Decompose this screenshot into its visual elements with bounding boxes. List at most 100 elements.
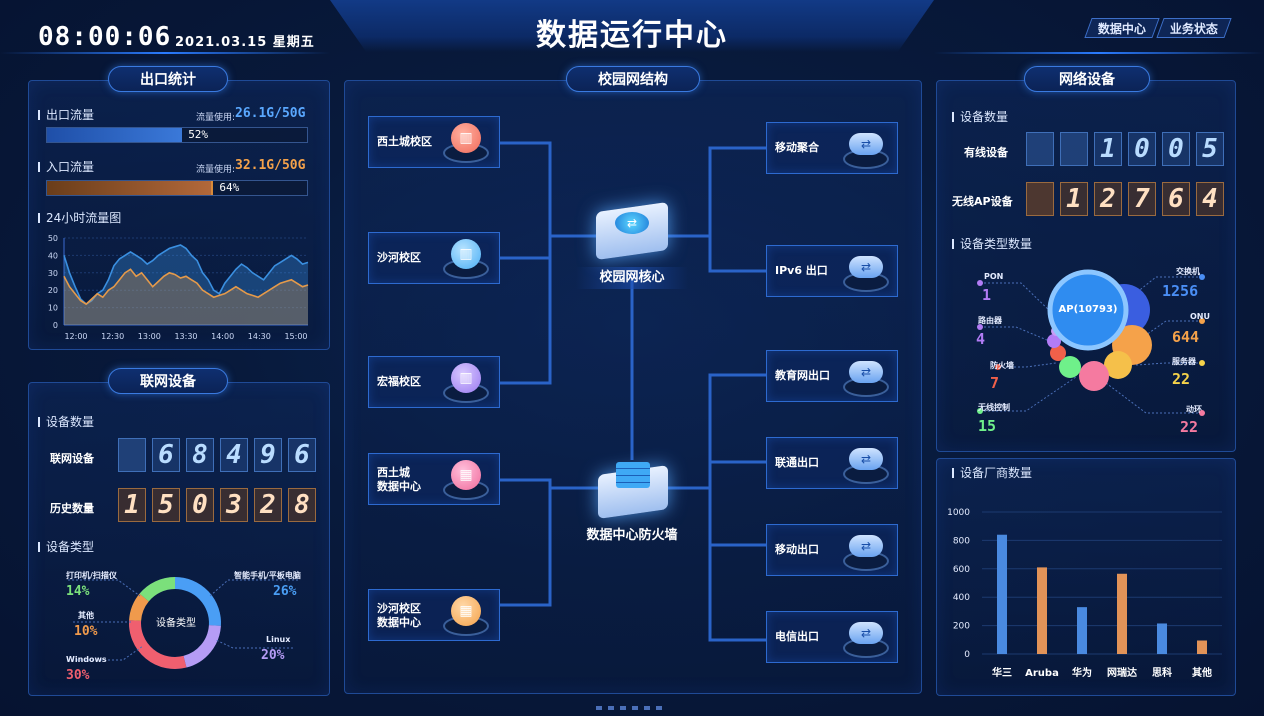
dot-onu: [1199, 318, 1205, 324]
type-server-value: 22: [1172, 370, 1191, 388]
out-traffic-bar: 52%: [46, 127, 308, 143]
node-xitucheng-datacenter[interactable]: 西土城 数据中心 ▦: [368, 453, 500, 505]
dot-switch: [1199, 274, 1205, 280]
vendor-bar: [1117, 573, 1127, 654]
x-tick-label: 15:00: [284, 332, 307, 341]
vendor-bar: [1037, 567, 1047, 654]
donut-slice: [129, 620, 187, 669]
egress-node[interactable]: 电信出口 ⇄: [766, 611, 898, 663]
leader-onu: [1145, 320, 1202, 336]
in-traffic-bar: 64%: [46, 180, 308, 196]
series-line-1: [63, 268, 309, 306]
type-power-value: 22: [1180, 418, 1199, 436]
node-xitucheng-campus[interactable]: 西土城校区 ▥: [368, 116, 500, 168]
x-tick-label: 12:30: [101, 332, 124, 341]
in-usage-value: 32.1G/50G: [235, 158, 306, 173]
leader-switch: [1135, 276, 1202, 294]
y-tick-label: 20: [48, 286, 58, 295]
egress-node-label: IPv6 出口: [775, 264, 828, 277]
node-shahe-campus[interactable]: 沙河校区 ▥: [368, 232, 500, 284]
link-mobile-agg: [668, 146, 766, 238]
header-band: [330, 0, 934, 52]
leader-server: [1135, 362, 1202, 366]
online-devices-label: 联网设备: [50, 452, 94, 465]
egress-node-label: 移动出口: [775, 543, 819, 556]
link-telecom: [708, 488, 766, 642]
type-firewall-value: 7: [990, 374, 1000, 392]
type-value-printer: 14%: [66, 584, 90, 599]
bubble-server: [1104, 351, 1132, 379]
node-label: 沙河校区: [377, 251, 421, 264]
egress-node-label: 电信出口: [775, 630, 819, 643]
counter-digit: [1026, 182, 1054, 216]
node-hongfu-campus[interactable]: 宏福校区 ▥: [368, 356, 500, 408]
cloud-icon: ⇄: [849, 133, 883, 155]
date: 2021.03.15 星期五: [175, 35, 315, 50]
link-xitucheng: [500, 141, 600, 238]
firewall-label: 数据中心防火墙: [586, 528, 678, 543]
link-hongfu: [500, 236, 552, 385]
counter-digit: 8: [288, 488, 316, 522]
bubble-leader-lines: [980, 276, 1202, 414]
building-icon: ▥: [451, 363, 481, 393]
node-label: 西土城校区: [377, 135, 432, 148]
type-switch-label: 交换机: [1176, 267, 1200, 276]
y-tick-label: 0: [964, 650, 970, 660]
dot-wireless: [977, 408, 983, 414]
link-shahe: [500, 236, 552, 260]
counter-digit: 9: [254, 438, 282, 472]
egress-node-label: 移动聚合: [775, 141, 819, 154]
out-traffic-label: 出口流量: [38, 106, 94, 123]
egress-node[interactable]: 移动出口 ⇄: [766, 524, 898, 576]
node-label: 沙河校区 数据中心: [377, 602, 421, 629]
cloud-icon: ⇄: [849, 361, 883, 383]
counter-digit: 0: [1128, 132, 1156, 166]
egress-node[interactable]: 联通出口⇄: [766, 437, 898, 489]
leader-pon: [980, 282, 1055, 316]
leader-wireless: [980, 376, 1077, 412]
egress-node[interactable]: 移动聚合 ⇄: [766, 122, 898, 174]
type-router-value: 4: [976, 330, 986, 348]
link-dc-xitucheng: [500, 478, 600, 490]
tab-business-status[interactable]: 业务状态: [1156, 18, 1232, 38]
type-pon-value: 1: [982, 286, 992, 304]
building-icon: ▥: [451, 239, 481, 269]
core-label: 校园网核心: [576, 267, 688, 289]
out-usage-value: 26.1G/50G: [235, 106, 306, 121]
counter-digit: 3: [220, 488, 248, 522]
firewall-icon: [616, 462, 650, 488]
dot-firewall: [995, 364, 1001, 370]
counter-digit: 1: [1060, 182, 1088, 216]
y-tick-label: 600: [953, 565, 970, 575]
type-pon-label: PON: [984, 272, 1004, 281]
x-tick-label: 14:00: [211, 332, 234, 341]
egress-node[interactable]: IPv6 出口⇄: [766, 245, 898, 297]
device-type-donut: [68, 577, 298, 669]
node-shahe-datacenter[interactable]: 沙河校区 数据中心 ▦: [368, 589, 500, 641]
vendor-count-heading: 设备厂商数量: [952, 464, 1032, 481]
x-tick-label: 14:30: [248, 332, 271, 341]
cloud-icon: ⇄: [849, 535, 883, 557]
x-tick-label: 12:00: [64, 332, 87, 341]
type-wireless-value: 15: [978, 417, 997, 435]
panel-title-connected: 联网设备: [108, 368, 228, 394]
type-server-label: 服务器: [1172, 357, 1196, 366]
type-router-label: 路由器: [978, 316, 1002, 325]
cloud-icon: ⇄: [849, 622, 883, 644]
series-area-0: [64, 245, 308, 325]
pager-dots: [596, 706, 668, 710]
counter-digit: 4: [220, 438, 248, 472]
egress-node[interactable]: 教育网出口⇄: [766, 350, 898, 402]
leader-router: [980, 326, 1055, 344]
counter-digit: 5: [1196, 132, 1224, 166]
dot-pon: [977, 280, 983, 286]
leader-power: [1105, 382, 1202, 414]
tab-data-center[interactable]: 数据中心: [1084, 18, 1160, 38]
x-tick-label: 思科: [1152, 666, 1172, 679]
donut-segments: [129, 577, 221, 669]
device-count-heading: 设备数量: [38, 413, 94, 430]
wired-devices-label: 有线设备: [964, 146, 1008, 159]
donut-slice: [139, 577, 176, 602]
donut-center-label: 设备类型: [156, 618, 196, 629]
link-ipv6: [708, 236, 766, 273]
